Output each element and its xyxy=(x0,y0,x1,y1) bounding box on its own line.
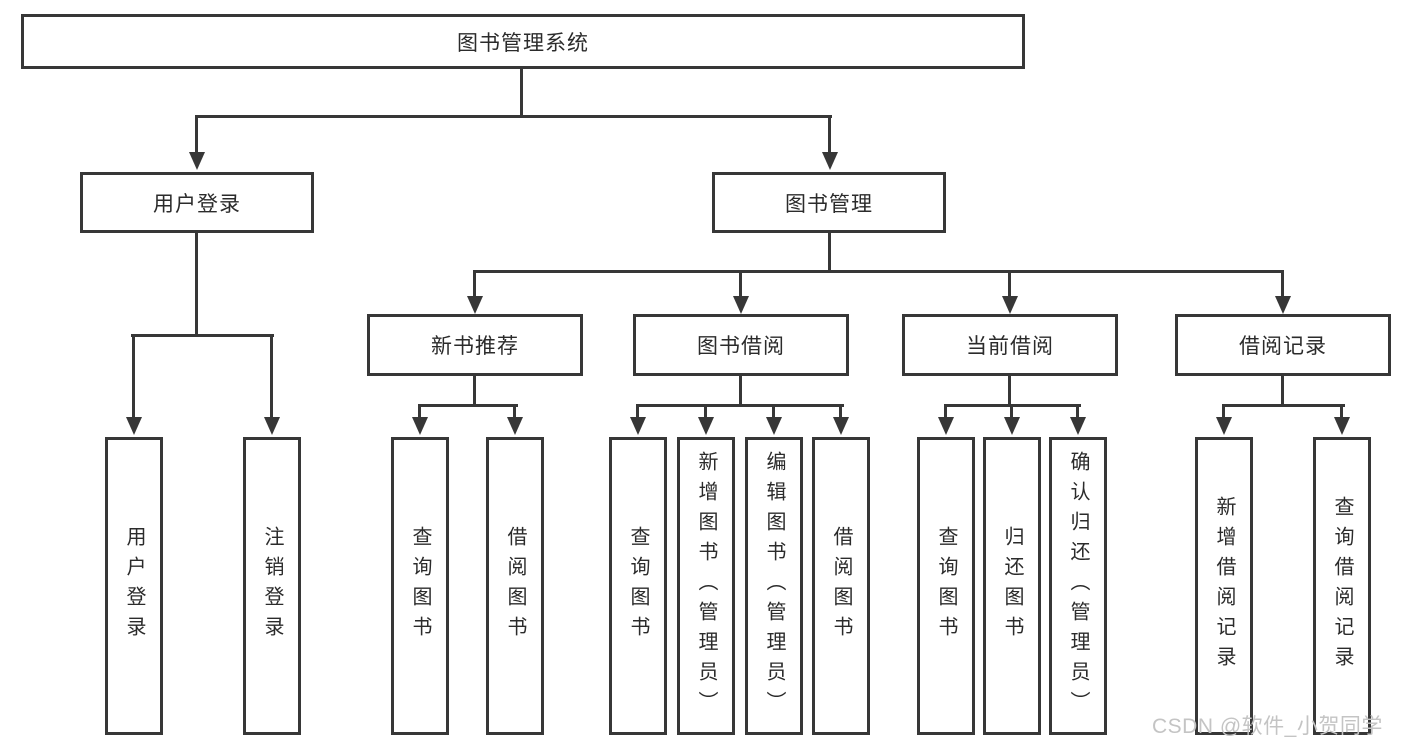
node-borrow-books-recommend: 借阅图书 xyxy=(486,437,544,735)
node-book-borrowing: 图书借阅 xyxy=(633,314,849,376)
connector-leaf-drop xyxy=(1076,404,1079,418)
connector-book-mgmt-stem xyxy=(828,230,831,272)
connector-records-drop xyxy=(1281,270,1284,297)
arrow-down-icon xyxy=(507,417,523,435)
connector-user-login-drop xyxy=(195,115,198,154)
arrow-down-icon xyxy=(822,152,838,170)
node-library-management-system: 图书管理系统 xyxy=(21,14,1025,69)
connector-leaf-drop xyxy=(1222,404,1225,418)
connector-level1-rail xyxy=(195,115,832,118)
node-label: 用户登录 xyxy=(123,526,145,646)
arrow-down-icon xyxy=(1070,417,1086,435)
arrow-down-icon xyxy=(833,417,849,435)
node-new-book-recommend: 新书推荐 xyxy=(367,314,583,376)
watermark: CSDN @软件_小贺同学 xyxy=(1152,715,1383,738)
connector-leaf-drop xyxy=(513,404,516,418)
arrow-down-icon xyxy=(938,417,954,435)
connector-leaf-drop xyxy=(1010,404,1013,418)
node-return-books: 归还图书 xyxy=(983,437,1041,735)
connector-root-stem xyxy=(520,68,523,117)
connector-records-rail xyxy=(1222,404,1345,407)
node-label: 查询图书 xyxy=(409,526,431,646)
arrow-down-icon xyxy=(698,417,714,435)
node-label: 查询图书 xyxy=(627,526,649,646)
arrow-down-icon xyxy=(1334,417,1350,435)
node-label: 注销登录 xyxy=(261,526,283,646)
node-label: 查询图书 xyxy=(935,526,957,646)
arrow-down-icon xyxy=(1002,296,1018,314)
node-leaf-logout: 注销登录 xyxy=(243,437,301,735)
node-label: 新增图书（管理员） xyxy=(695,451,717,721)
connector-current-stem xyxy=(1008,373,1011,406)
connector-borrow-rail xyxy=(636,404,844,407)
connector-leaf-drop xyxy=(418,404,421,418)
node-confirm-return-admin: 确认归还（管理员） xyxy=(1049,437,1107,735)
connector-new-book-rail xyxy=(418,404,518,407)
node-label: 编辑图书（管理员） xyxy=(763,451,785,721)
connector-leaf-drop xyxy=(944,404,947,418)
arrow-down-icon xyxy=(630,417,646,435)
connector-level2-rail xyxy=(473,270,1284,273)
node-borrowing-records: 借阅记录 xyxy=(1175,314,1391,376)
arrow-down-icon xyxy=(1275,296,1291,314)
node-add-books-admin: 新增图书（管理员） xyxy=(677,437,735,735)
connector-leaf-drop xyxy=(636,404,639,418)
node-label: 当前借阅 xyxy=(966,335,1054,358)
node-user-login: 用户登录 xyxy=(80,172,314,233)
node-label: 确认归还（管理员） xyxy=(1067,451,1089,721)
node-label: 图书管理系统 xyxy=(457,31,589,55)
node-label: 图书管理 xyxy=(785,192,873,216)
connector-login-drop xyxy=(132,334,135,418)
connector-book-mgmt-drop xyxy=(828,115,831,154)
node-query-borrow-record: 查询借阅记录 xyxy=(1313,437,1371,735)
connector-borrow-drop xyxy=(739,270,742,297)
node-add-borrow-record: 新增借阅记录 xyxy=(1195,437,1253,735)
node-label: 借阅图书 xyxy=(504,526,526,646)
arrow-down-icon xyxy=(1004,417,1020,435)
node-query-books-borrowing: 查询图书 xyxy=(609,437,667,735)
arrow-down-icon xyxy=(264,417,280,435)
node-label: 归还图书 xyxy=(1001,526,1023,646)
connector-user-login-stem xyxy=(195,230,198,337)
node-book-management: 图书管理 xyxy=(712,172,946,233)
node-query-books-recommend: 查询图书 xyxy=(391,437,449,735)
arrow-down-icon xyxy=(766,417,782,435)
arrow-down-icon xyxy=(412,417,428,435)
connector-leaf-drop xyxy=(1340,404,1343,418)
arrow-down-icon xyxy=(467,296,483,314)
node-label: 查询借阅记录 xyxy=(1331,496,1353,676)
node-label: 借阅图书 xyxy=(830,526,852,646)
connector-leaf-drop xyxy=(839,404,842,418)
node-label: 新增借阅记录 xyxy=(1213,496,1235,676)
node-edit-books-admin: 编辑图书（管理员） xyxy=(745,437,803,735)
node-label: 图书借阅 xyxy=(697,335,785,358)
connector-current-drop xyxy=(1008,270,1011,297)
connector-borrow-stem xyxy=(739,373,742,406)
arrow-down-icon xyxy=(1216,417,1232,435)
node-query-books-current: 查询图书 xyxy=(917,437,975,735)
connector-logout-drop xyxy=(270,334,273,418)
node-leaf-user-login: 用户登录 xyxy=(105,437,163,735)
connector-leaf-drop xyxy=(704,404,707,418)
node-current-borrowing: 当前借阅 xyxy=(902,314,1118,376)
arrow-down-icon xyxy=(126,417,142,435)
arrow-down-icon xyxy=(189,152,205,170)
connector-new-book-drop xyxy=(473,270,476,297)
node-label: 新书推荐 xyxy=(431,335,519,358)
node-borrow-books-borrowing: 借阅图书 xyxy=(812,437,870,735)
node-label: 用户登录 xyxy=(153,192,241,216)
connector-leaf-drop xyxy=(772,404,775,418)
arrow-down-icon xyxy=(733,296,749,314)
node-label: 借阅记录 xyxy=(1239,335,1327,358)
connector-records-stem xyxy=(1281,373,1284,406)
connector-new-book-stem xyxy=(473,373,476,406)
connector-user-login-rail xyxy=(131,334,274,337)
